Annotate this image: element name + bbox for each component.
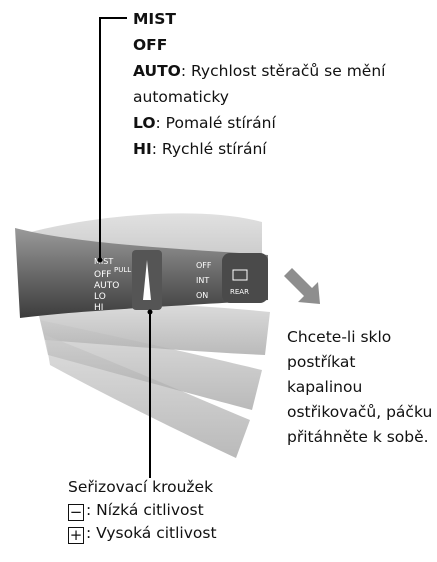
ring-note: Seřizovací kroužek −: Nízká citlivost +:… [68,476,217,545]
legend-auto: AUTO: Rychlost stěračů se mění [133,62,386,80]
stalk-label-rear: REAR [230,288,249,296]
plus-icon: + [68,526,84,544]
ring-note-title: Seřizovací kroužek [68,478,214,496]
pull-arrow-icon [284,268,320,304]
ring-note-plus: +: Vysoká citlivost [68,524,217,544]
legend-hi: HI: Rychlé stírání [133,140,267,158]
washer-note-line: postříkat [287,353,356,371]
legend-off: OFF [133,36,168,54]
stalk-label-pull: PULL [114,266,131,274]
rear-switch-tip [222,253,268,303]
minus-icon: − [68,503,84,521]
rear-wiper-icon [232,269,248,281]
ring-note-minus: −: Nízká citlivost [68,501,204,521]
ghost-stalk-down-3 [45,335,250,458]
washer-note-line: přitáhněte k sobě. [287,428,429,446]
washer-note-line: kapalinou [287,378,363,396]
main-stalk [15,228,268,318]
stalk-label-mist: MIST [94,257,113,266]
washer-note: Chcete-li sklo postříkat kapalinou ostři… [287,325,435,450]
ring-callout-dot [147,309,153,315]
legend-mist: MIST [133,10,176,28]
stalk-label-off: OFF [94,270,111,280]
washer-note-line: Chcete-li sklo [287,328,392,346]
legend-lo: LO: Pomalé stírání [133,114,276,132]
stalk-label-auto: AUTO [94,281,119,291]
stalk-label-lo: LO [94,292,106,302]
legend-auto-cont: automaticky [133,88,229,106]
washer-note-line: ostřikovačů, páčku [287,403,433,421]
ring-marker [143,260,151,300]
stalk-label-rear-int: INT [196,276,209,285]
stalk-label-rear-off: OFF [196,261,212,270]
mode-legend: MIST OFF AUTO: Rychlost stěračů se mění … [133,6,385,162]
stalk-label-rear-on: ON [196,291,208,300]
stalk-label-hi: HI [94,303,103,313]
mist-callout-dot [97,257,103,263]
mist-callout-line [99,17,127,260]
